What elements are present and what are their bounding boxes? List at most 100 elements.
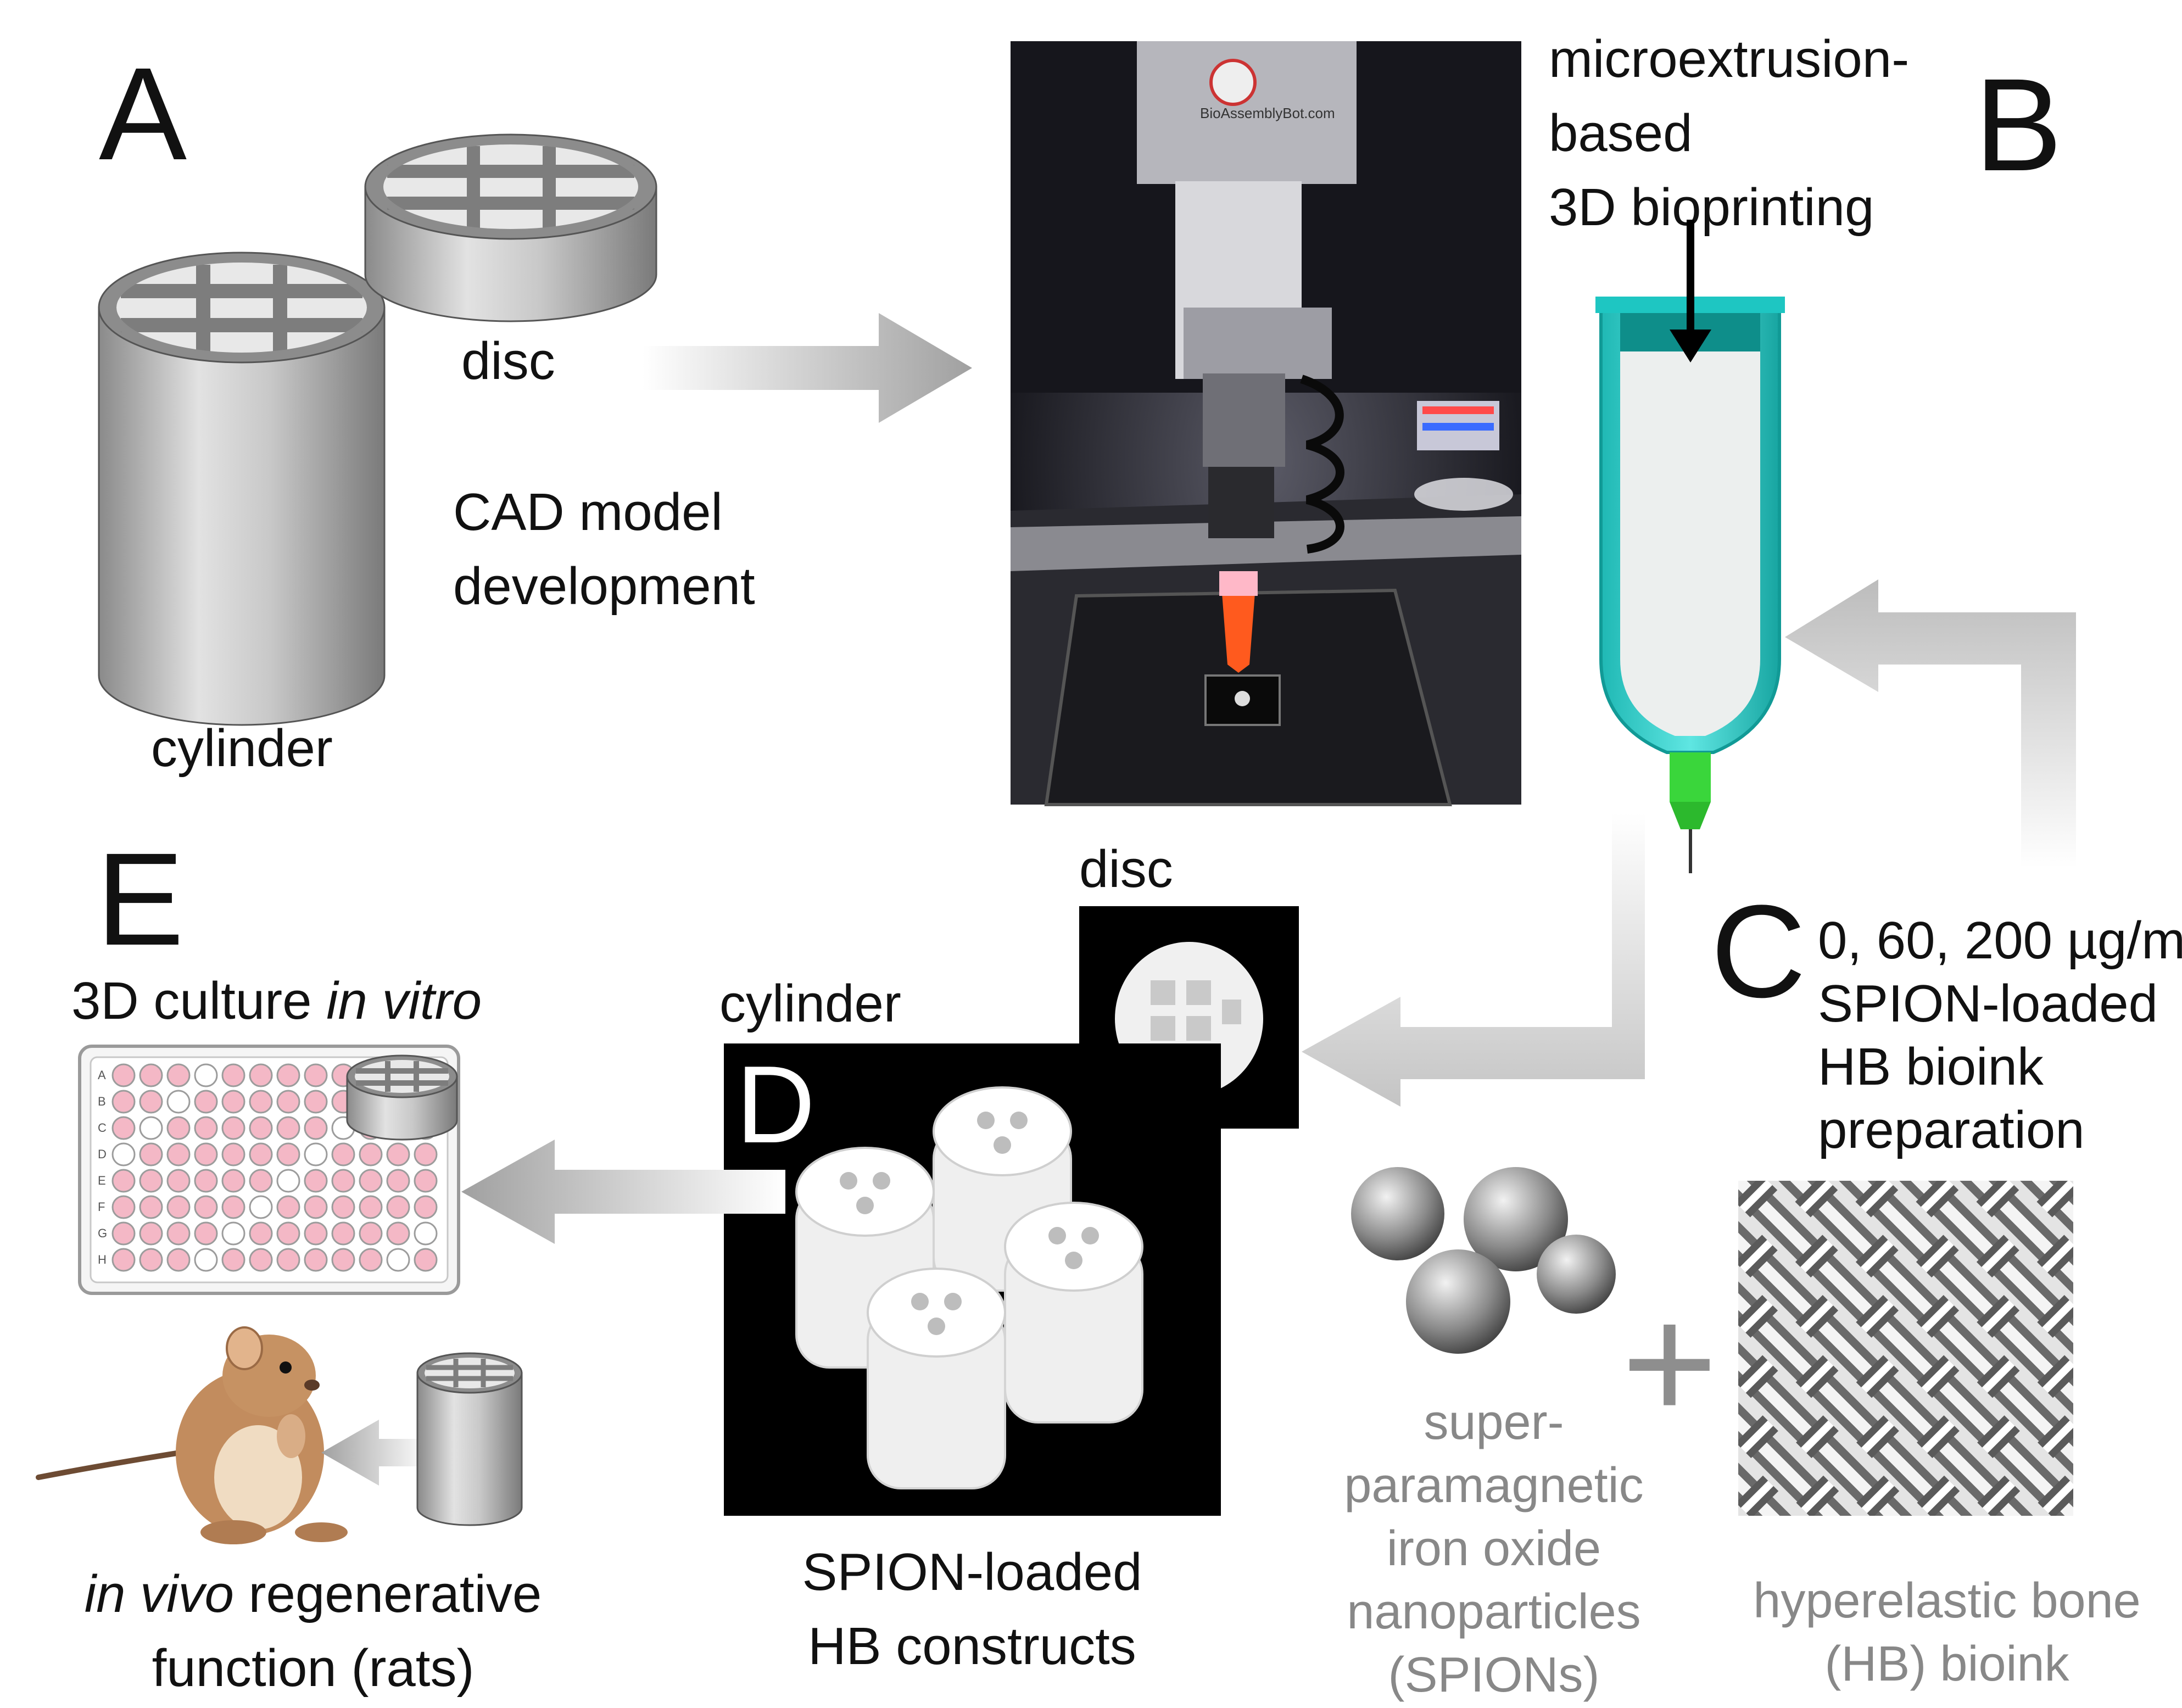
plate-well — [139, 1116, 163, 1140]
arrow-syringe-to-d — [1302, 813, 1645, 1107]
plate-well — [386, 1221, 410, 1246]
plate-well — [331, 1221, 355, 1246]
plate-row-label: E — [98, 1174, 106, 1187]
plate-well — [249, 1169, 273, 1193]
plate-well — [194, 1248, 218, 1272]
panel-c: C 0, 60, 200 µg/mL SPION-loaded HB bioin… — [1344, 878, 2182, 1703]
cad-caption-line1: CAD model — [453, 483, 723, 542]
plate-well — [276, 1221, 300, 1246]
panel-b: BioAssemblyBot.com microextrusion- based… — [1011, 30, 2062, 873]
hb-cross-rod-highlight — [1738, 1181, 1958, 1400]
plate-well — [249, 1090, 273, 1114]
plate-row-label: F — [98, 1200, 105, 1214]
plate-well — [166, 1063, 191, 1087]
plate-well — [414, 1195, 438, 1219]
spion-caption-line2: paramagnetic — [1344, 1458, 1643, 1513]
plate-well — [304, 1195, 328, 1219]
in-vivo-caption-line1: in vivo regenerative — [85, 1565, 542, 1623]
plate-well — [194, 1090, 218, 1114]
arrow-a-to-b — [643, 313, 972, 423]
constructs-caption-line1: SPION-loaded — [802, 1543, 1142, 1601]
hb-cross-rod-highlight — [1854, 1296, 2073, 1516]
plate-well — [139, 1221, 163, 1246]
plate-well — [359, 1195, 383, 1219]
panel-d: disc cylinder — [719, 840, 1299, 1676]
plate-well — [139, 1248, 163, 1272]
plate-well — [276, 1248, 300, 1272]
plate-well — [386, 1169, 410, 1193]
plate-well — [194, 1195, 218, 1219]
plate-well — [331, 1142, 355, 1166]
plate-well — [359, 1248, 383, 1272]
cad-caption-line2: development — [453, 557, 755, 616]
plate-well — [166, 1221, 191, 1246]
hb-cross-rod-highlight — [1793, 1236, 2073, 1516]
plate-well — [304, 1169, 328, 1193]
arrow-d-to-e — [461, 1140, 785, 1244]
plate-well — [194, 1063, 218, 1087]
plate-well — [221, 1063, 245, 1087]
hb-cross-rod-highlight — [1738, 1181, 1837, 1280]
plate-well — [194, 1169, 218, 1193]
cad-cylinder-model — [98, 252, 386, 726]
plate-well — [304, 1221, 328, 1246]
plate-well — [304, 1248, 328, 1272]
plate-well — [139, 1063, 163, 1087]
bioprinting-caption-line3: 3D bioprinting — [1549, 178, 1874, 237]
hb-cross-rod-highlight — [1738, 1181, 2073, 1516]
hb-cross-rod-highlight — [2035, 1477, 2073, 1516]
in-vivo-caption-rest: regenerative — [234, 1565, 542, 1623]
plate-well — [304, 1116, 328, 1140]
cad-disc-label: disc — [461, 332, 555, 390]
plate-well — [276, 1063, 300, 1087]
plate-well — [139, 1195, 163, 1219]
hb-cross-rod-highlight — [1738, 1181, 2018, 1461]
plate-well — [166, 1116, 191, 1140]
culture-caption: 3D culture in vitro — [71, 972, 482, 1030]
plate-well — [359, 1169, 383, 1193]
culture-caption-prefix: 3D culture — [71, 972, 326, 1030]
panel-letter-d: D — [736, 1043, 815, 1166]
plate-well — [276, 1142, 300, 1166]
bioink-caption-line4: preparation — [1818, 1101, 2085, 1159]
arrow-c-to-syringe — [1785, 579, 2076, 868]
plate-well — [111, 1221, 136, 1246]
plate-well — [111, 1063, 136, 1087]
arrow-implant-to-rat — [321, 1420, 428, 1486]
plate-well — [276, 1116, 300, 1140]
plus-sign: + — [1621, 1270, 1717, 1455]
plate-well — [139, 1142, 163, 1166]
cylinder-photo-label: cylinder — [719, 974, 901, 1033]
plate-well — [276, 1169, 300, 1193]
plate-well — [331, 1248, 355, 1272]
plate-well — [111, 1195, 136, 1219]
disc-on-plate — [346, 1054, 458, 1141]
plate-well — [304, 1063, 328, 1087]
panel-letter-c: C — [1711, 878, 1806, 1025]
panel-letter-b: B — [1974, 51, 2062, 198]
robot-brand-label: BioAssemblyBot.com — [1200, 105, 1335, 121]
bioprinting-caption-line1: microextrusion- — [1549, 30, 1909, 88]
plate-well — [249, 1063, 273, 1087]
plate-well — [304, 1090, 328, 1114]
plate-well — [386, 1248, 410, 1272]
plate-well — [111, 1248, 136, 1272]
plate-well — [166, 1142, 191, 1166]
plate-well — [414, 1248, 438, 1272]
plate-well — [111, 1090, 136, 1114]
plate-well — [249, 1195, 273, 1219]
plate-well — [111, 1142, 136, 1166]
hb-cross-rod-highlight — [1974, 1417, 2073, 1516]
plate-well — [166, 1169, 191, 1193]
in-vivo-caption-line2: function (rats) — [152, 1639, 475, 1698]
plate-row-label: B — [98, 1095, 106, 1108]
plate-row-label: H — [98, 1253, 107, 1266]
plate-well — [166, 1090, 191, 1114]
plate-well — [166, 1248, 191, 1272]
syringe-illustration — [1595, 220, 1785, 873]
hb-cross-rod-highlight — [1738, 1181, 1777, 1219]
cad-disc-model — [364, 133, 657, 322]
panel-letter-a: A — [99, 40, 187, 187]
plate-well — [111, 1169, 136, 1193]
